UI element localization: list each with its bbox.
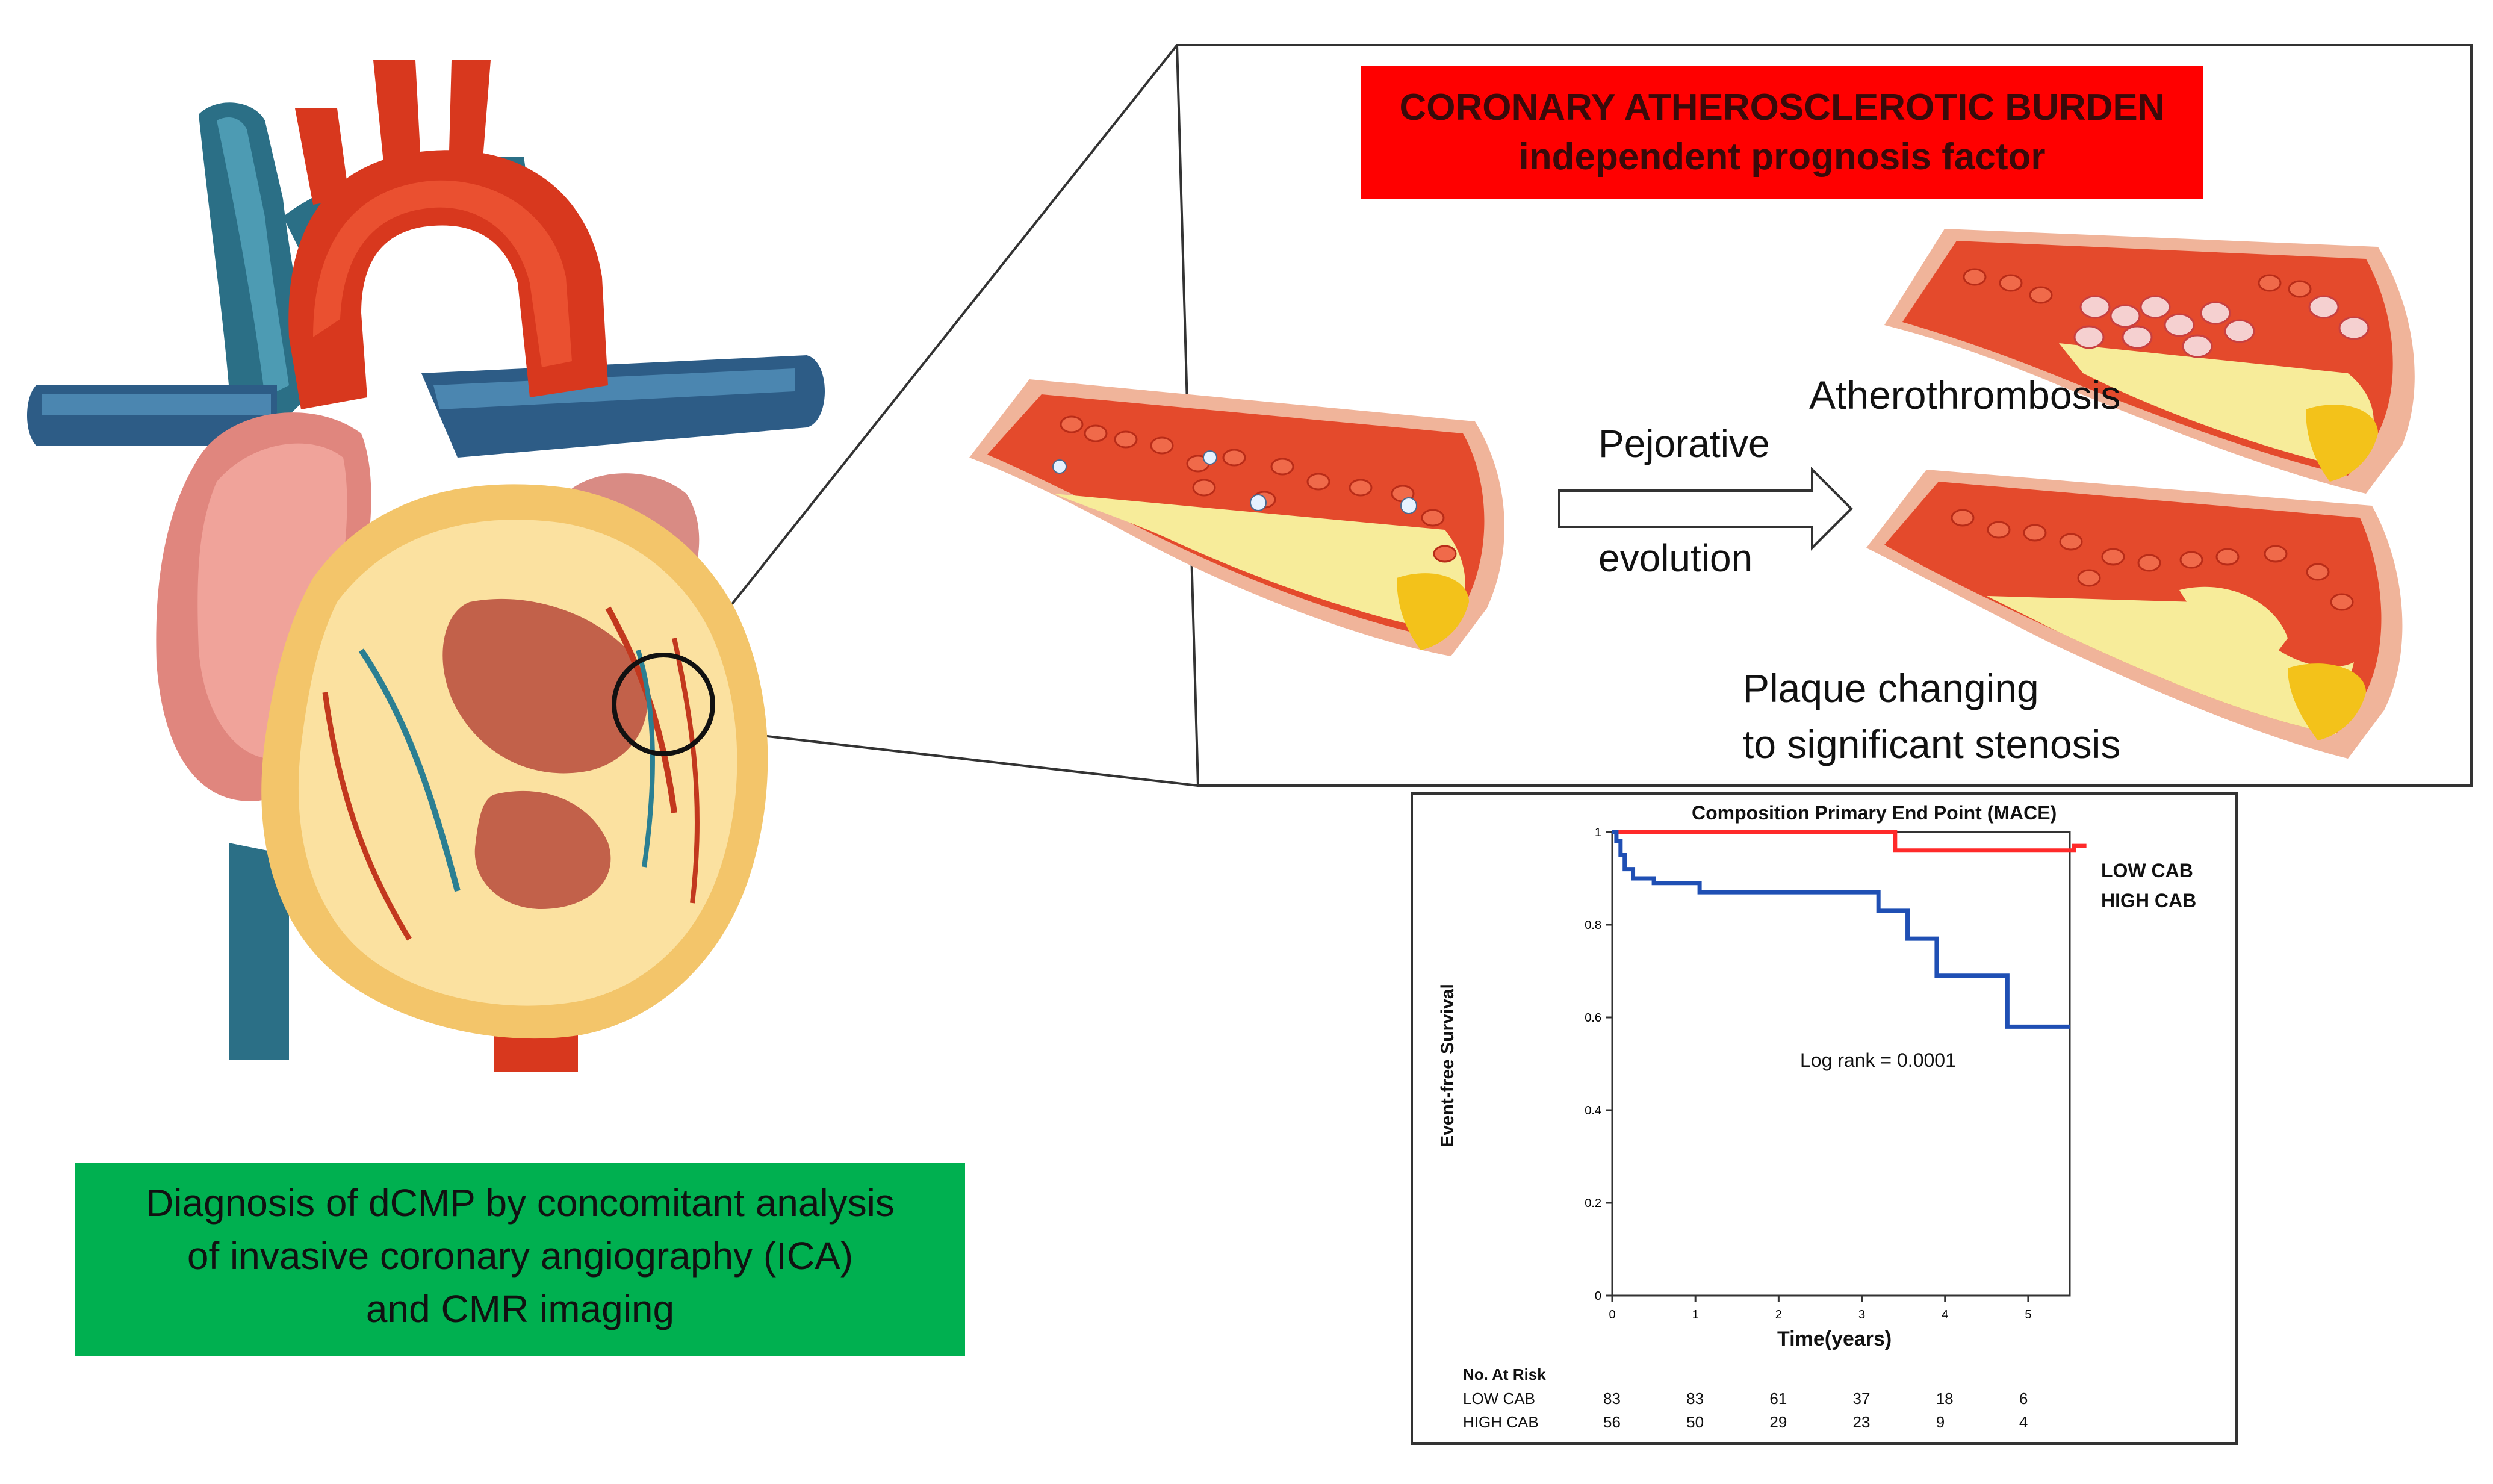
risk-label-high: HIGH CAB — [1463, 1413, 1539, 1431]
risk-value: 56 — [1603, 1413, 1621, 1431]
chart-annotation: Log rank = 0.0001 — [1800, 1049, 1956, 1071]
y-tick-label: 0.8 — [1585, 919, 1601, 932]
survival-chart: 0 1 2 3 4 5 0 0.2 0.4 0.6 0.8 1 — [1585, 826, 2087, 1321]
risk-value: 83 — [1686, 1389, 1704, 1408]
y-tick-label: 0.6 — [1585, 1011, 1601, 1025]
diagnosis-line-2: of invasive coronary angiography (ICA) — [187, 1234, 854, 1278]
series-line-low-cab — [1612, 830, 2087, 853]
risk-value: 9 — [1936, 1413, 1945, 1431]
legend-high-cab: HIGH CAB — [2101, 890, 2197, 911]
title-line-1: CORONARY ATHEROSCLEROTIC BURDEN — [1399, 87, 2165, 128]
diagnosis-line-1: Diagnosis of dCMP by concomitant analysi… — [146, 1181, 895, 1225]
y-tick-label: 0 — [1595, 1290, 1601, 1303]
x-tick-label: 3 — [1858, 1308, 1865, 1321]
chart-x-label: Time(years) — [1777, 1327, 1892, 1350]
heart-illustration — [27, 60, 825, 1072]
magnifier-circle — [612, 653, 715, 756]
risk-value: 50 — [1686, 1413, 1704, 1431]
chart-frame — [1411, 792, 2238, 1445]
risk-value: 29 — [1769, 1413, 1787, 1431]
risk-label-low: LOW CAB — [1463, 1389, 1535, 1408]
plaque-label-1: Plaque changing — [1743, 666, 2039, 710]
y-tick-label: 0.2 — [1585, 1197, 1601, 1210]
artery-stenosis — [1866, 470, 2403, 759]
x-tick-label: 2 — [1775, 1308, 1782, 1321]
x-tick-label: 1 — [1692, 1308, 1699, 1321]
title-line-2: independent prognosis factor — [1518, 136, 2046, 178]
y-tick-label: 0.4 — [1585, 1104, 1601, 1117]
risk-header: No. At Risk — [1463, 1365, 1546, 1383]
risk-value: 4 — [2019, 1413, 2028, 1431]
plaque-label-2: to significant stenosis — [1743, 722, 2121, 766]
arrow-label-bottom: evolution — [1598, 536, 1753, 580]
legend-low-cab: LOW CAB — [2101, 860, 2193, 881]
x-tick-label: 0 — [1609, 1308, 1615, 1321]
risk-value: 6 — [2019, 1389, 2028, 1408]
risk-value: 83 — [1603, 1389, 1621, 1408]
risk-value: 23 — [1852, 1413, 1871, 1431]
risk-value: 61 — [1769, 1389, 1787, 1408]
risk-value: 18 — [1936, 1389, 1954, 1408]
evolution-arrow — [1558, 467, 1853, 551]
arrow-label-top: Pejorative — [1598, 422, 1770, 465]
artery-mild-plaque — [969, 379, 1504, 656]
atherothrombosis-label: Atherothrombosis — [1809, 373, 2121, 417]
series-line-high-cab — [1612, 830, 2070, 1029]
chart-title: Composition Primary End Point (MACE) — [1692, 802, 2057, 824]
title-box: CORONARY ATHEROSCLEROTIC BURDEN independ… — [1361, 66, 2203, 199]
x-tick-label: 4 — [1942, 1308, 1948, 1321]
chart-y-label: Event-free Survival — [1438, 984, 1458, 1147]
diagnosis-line-3: and CMR imaging — [365, 1287, 675, 1330]
risk-value: 37 — [1852, 1389, 1871, 1408]
y-tick-label: 1 — [1595, 826, 1601, 839]
artery-atherothrombosis — [1884, 229, 2415, 494]
x-tick-label: 5 — [2025, 1308, 2031, 1321]
diagnosis-box: Diagnosis of dCMP by concomitant analysi… — [75, 1163, 965, 1356]
